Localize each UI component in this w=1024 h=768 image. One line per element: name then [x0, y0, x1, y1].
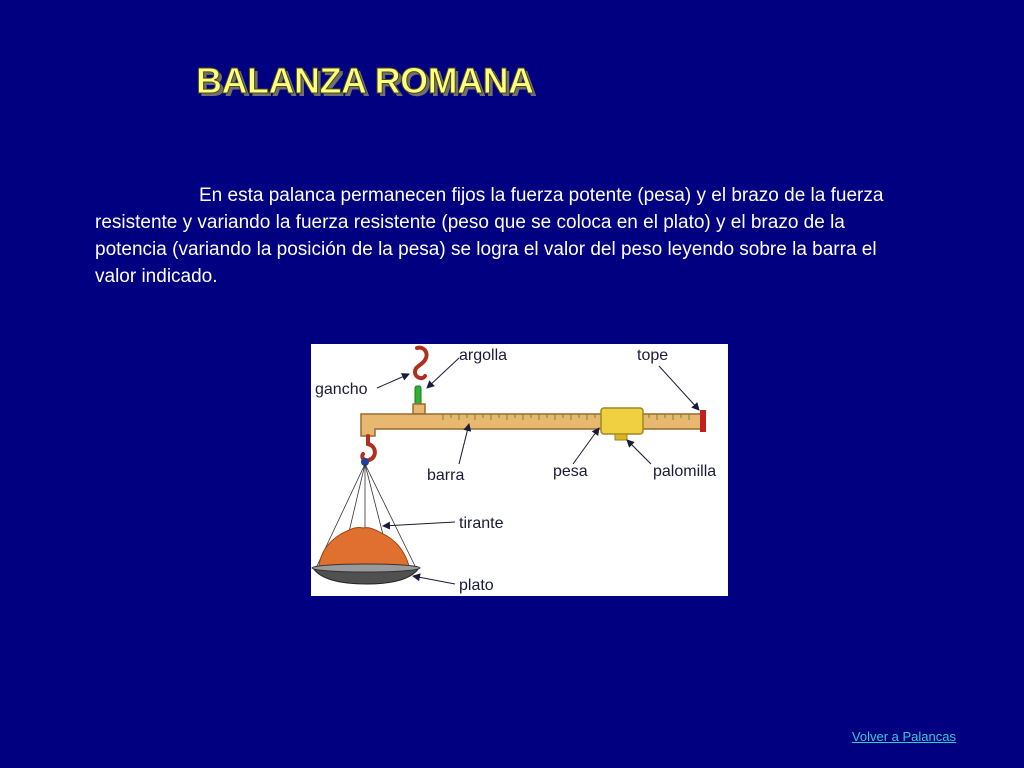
barra-ticks [442, 414, 690, 420]
label-pesa: pesa [553, 463, 588, 480]
gancho-joint [361, 458, 369, 466]
label-gancho: gancho [315, 381, 368, 398]
plato-rim [311, 563, 421, 573]
balanza-svg: argolla tope gancho barra pesa palomilla… [311, 345, 716, 594]
label-tope: tope [637, 347, 668, 364]
label-palomilla: palomilla [653, 463, 716, 480]
tope-stop [700, 410, 706, 432]
pesa-weight [600, 407, 644, 435]
hanger-block [412, 403, 426, 415]
label-plato: plato [459, 577, 494, 594]
leader-arrows [376, 357, 700, 585]
balanza-diagram: argolla tope gancho barra pesa palomilla… [311, 344, 728, 596]
label-tirante: tirante [459, 515, 504, 532]
gancho-hook-icon [360, 434, 377, 463]
top-hook-icon [412, 345, 429, 381]
label-argolla: argolla [459, 347, 507, 364]
load-on-plate [318, 527, 410, 567]
label-barra: barra [427, 467, 464, 484]
slide-body-text: En esta palanca permanecen fijos la fuer… [95, 185, 884, 287]
slide-title: BALANZA ROMANA [196, 60, 535, 102]
volver-a-palancas-link[interactable]: Volver a Palancas [851, 729, 956, 744]
palomilla-knob [614, 433, 628, 441]
